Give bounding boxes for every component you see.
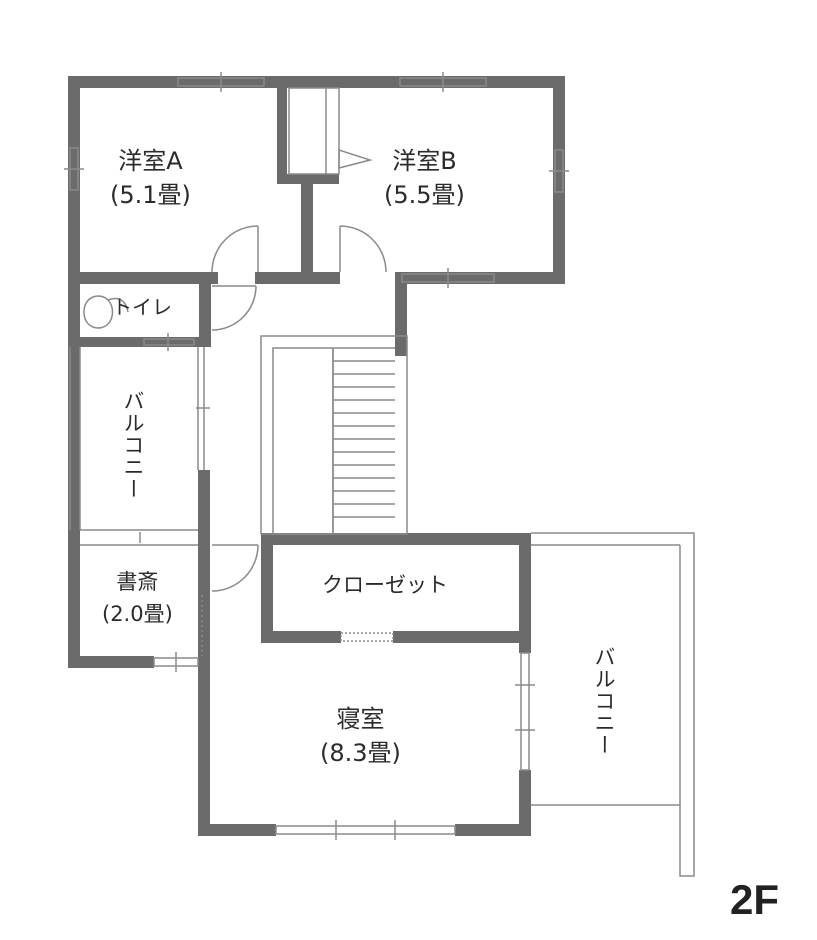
room-b-label: 洋室B (5.5畳) <box>384 144 465 212</box>
doors <box>211 225 387 592</box>
room-a-size: (5.1畳) <box>110 181 191 209</box>
floor-label: 2F <box>729 876 779 923</box>
study-label: 書斎 (2.0畳) <box>102 566 173 630</box>
closet-shelf <box>288 87 373 175</box>
windows <box>64 72 695 877</box>
balcony-left-label: バルコニー <box>121 390 145 500</box>
study-size: (2.0畳) <box>102 602 173 626</box>
bedroom-label: 寝室 (8.3畳) <box>320 702 401 770</box>
room-a-name: 洋室A <box>118 147 183 175</box>
balcony-right-label: バルコニー <box>592 646 616 756</box>
room-b-size: (5.5畳) <box>384 181 465 209</box>
walls <box>68 76 565 836</box>
bedroom-size: (8.3畳) <box>320 739 401 767</box>
room-b-name: 洋室B <box>392 147 457 175</box>
toilet-fixture <box>83 295 129 329</box>
bedroom-name: 寝室 <box>336 705 385 733</box>
stairs <box>260 335 408 535</box>
room-a-label: 洋室A (5.1畳) <box>110 144 191 212</box>
closet-label: クローゼット <box>322 573 448 597</box>
toilet-label: トイレ <box>112 295 172 319</box>
study-name: 書斎 <box>116 570 159 594</box>
